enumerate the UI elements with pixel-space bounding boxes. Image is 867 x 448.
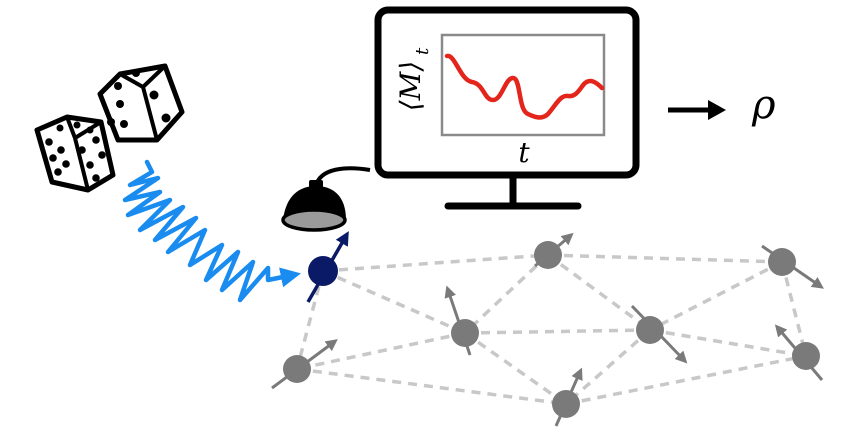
die-back: [97, 63, 185, 143]
lattice-bonds: [295, 253, 808, 406]
spin-lattice: [271, 231, 824, 427]
die-front: [34, 114, 116, 193]
plot-frame: [440, 33, 606, 137]
arrow-icon: [708, 100, 726, 120]
wavy-signal-icon: [122, 159, 301, 303]
detector-lamp-icon: [281, 166, 371, 232]
monitor-icon: ⟨M⟩ t t: [374, 6, 640, 210]
plot-y-label: ⟨M⟩: [394, 61, 427, 112]
plot-y-label-subscript: t: [412, 47, 433, 55]
plot-x-label: t: [518, 136, 530, 169]
lattice-spin: [761, 244, 824, 289]
lattice-spin: [774, 324, 824, 381]
probe-spin: [306, 231, 349, 303]
lattice-spin: [444, 285, 479, 356]
output-arrow: [668, 100, 726, 120]
lattice-spin: [271, 339, 338, 390]
dice-icon: [34, 63, 185, 193]
lattice-spin: [630, 304, 688, 364]
lattice-spin: [552, 367, 583, 427]
lattice-spin: [534, 232, 574, 269]
magnetization-curve: [444, 53, 605, 120]
density-matrix-symbol: ρ: [751, 82, 776, 128]
